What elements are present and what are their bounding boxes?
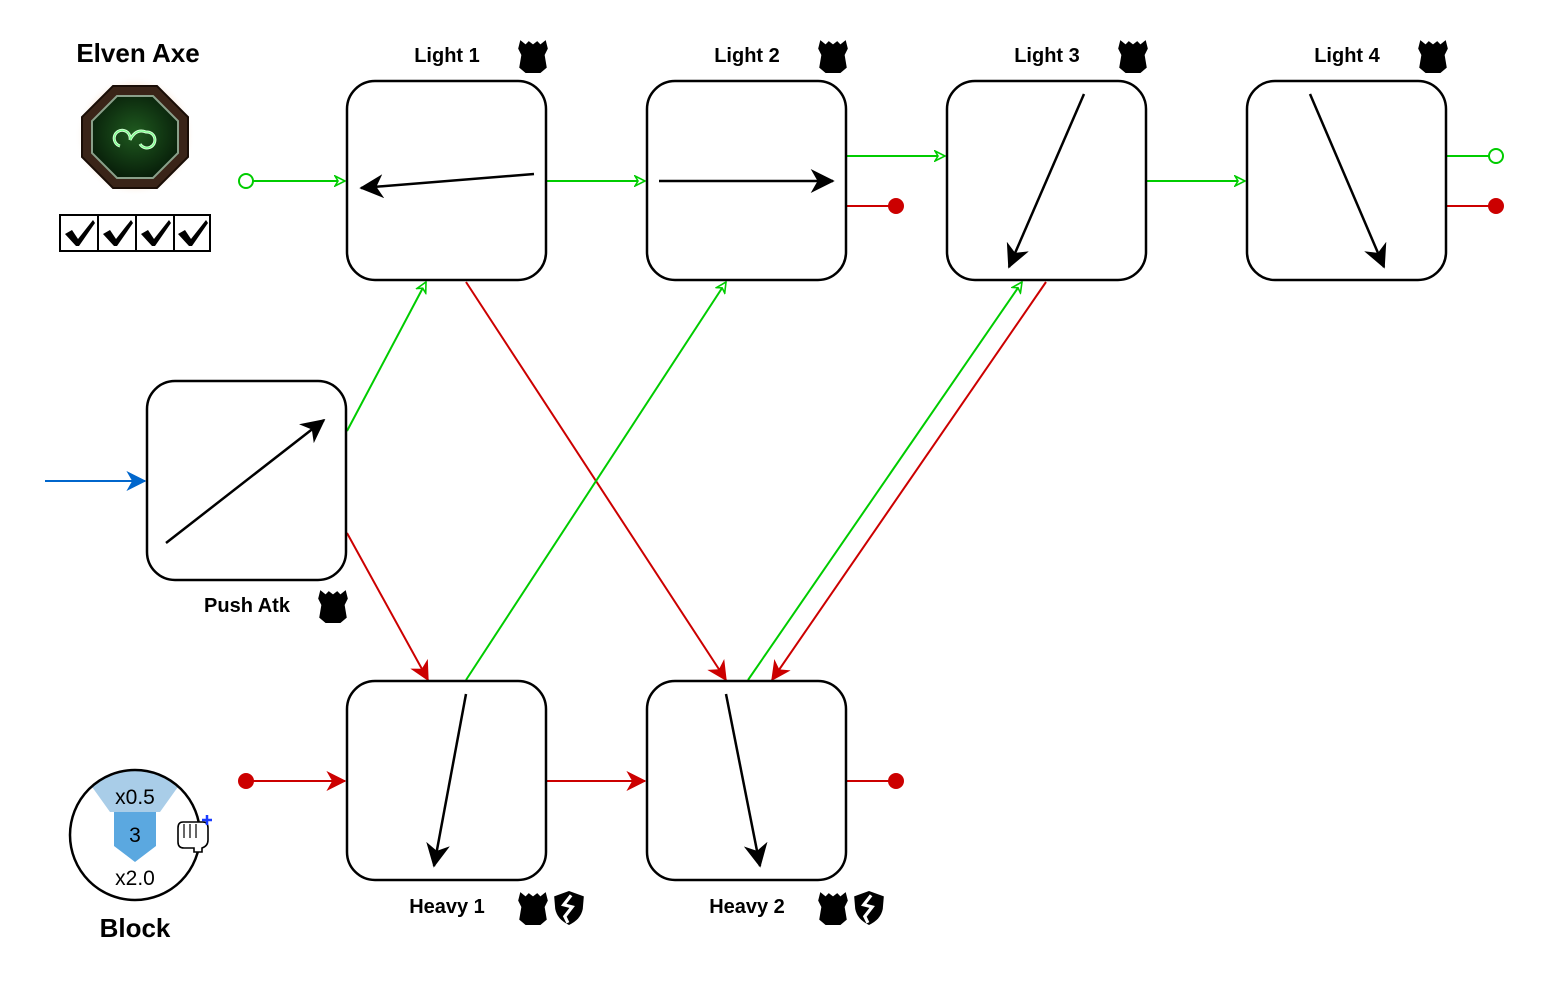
block-label: Block (100, 913, 171, 943)
armor-icon (518, 40, 548, 73)
armor-icon (318, 590, 348, 623)
direction-arrow-down-icon (426, 693, 468, 868)
node-light1[interactable]: Light 1 (345, 40, 548, 282)
node-push-attack[interactable]: Push Atk (145, 379, 348, 623)
end-heavy-terminal (888, 198, 904, 214)
checkmark-icon (141, 220, 171, 246)
end-heavy-terminal (1488, 198, 1504, 214)
checkbox-row (59, 214, 211, 252)
edge-heavy2-to-light3 (747, 282, 1022, 681)
node-light2[interactable]: Light 2 (645, 40, 848, 282)
direction-arrow-left-icon (359, 172, 535, 199)
block-top-multiplier: x0.5 (115, 786, 155, 809)
end-light-terminal (1488, 148, 1504, 164)
weapon-header: Elven Axe (59, 38, 211, 252)
broken-shield-icon (553, 890, 585, 926)
armor-icon (818, 892, 848, 925)
node-label: Light 4 (1314, 45, 1380, 67)
direction-arrow-down-left-icon (1006, 93, 1086, 269)
node-label: Light 3 (1014, 45, 1080, 67)
armor-icon (1118, 40, 1148, 73)
node-label: Light 1 (414, 45, 480, 67)
block-value: 3 (129, 824, 141, 847)
edge-heavy1-to-light2 (465, 282, 726, 681)
node-heavy2[interactable]: Heavy 2 (645, 679, 885, 926)
node-light4[interactable]: Light 4 (1245, 40, 1448, 282)
edges (45, 148, 1504, 791)
fist-plus-icon (177, 815, 212, 853)
node-label: Light 2 (714, 45, 780, 67)
armor-icon (1418, 40, 1448, 73)
end-heavy-terminal (888, 773, 904, 789)
armor-icon (518, 892, 548, 925)
block-bottom-multiplier: x2.0 (115, 867, 155, 890)
direction-arrow-up-right-icon (165, 418, 326, 544)
node-label: Push Atk (204, 595, 291, 617)
edge-light3-to-heavy2 (771, 281, 1047, 682)
edge-push-to-light1 (346, 282, 427, 432)
checkmark-icon (103, 220, 133, 246)
armor-icon (818, 40, 848, 73)
green-swirl-rune-icon (75, 76, 195, 196)
node-label: Heavy 1 (409, 896, 485, 918)
checkmark-icon (65, 220, 95, 246)
direction-arrow-down-right-icon (1308, 93, 1387, 269)
start-heavy-terminal (238, 773, 254, 789)
broken-shield-icon (853, 890, 885, 926)
node-heavy1[interactable]: Heavy 1 (345, 679, 585, 926)
weapon-name: Elven Axe (76, 38, 199, 68)
node-light3[interactable]: Light 3 (945, 40, 1148, 282)
checkmark-icon (178, 220, 208, 246)
edge-push-to-heavy1 (346, 532, 429, 682)
direction-arrow-down-icon (724, 693, 768, 868)
node-label: Heavy 2 (709, 896, 785, 918)
start-light-terminal (238, 173, 254, 189)
block-widget: x0.5 3 x2.0 Block (68, 768, 212, 943)
